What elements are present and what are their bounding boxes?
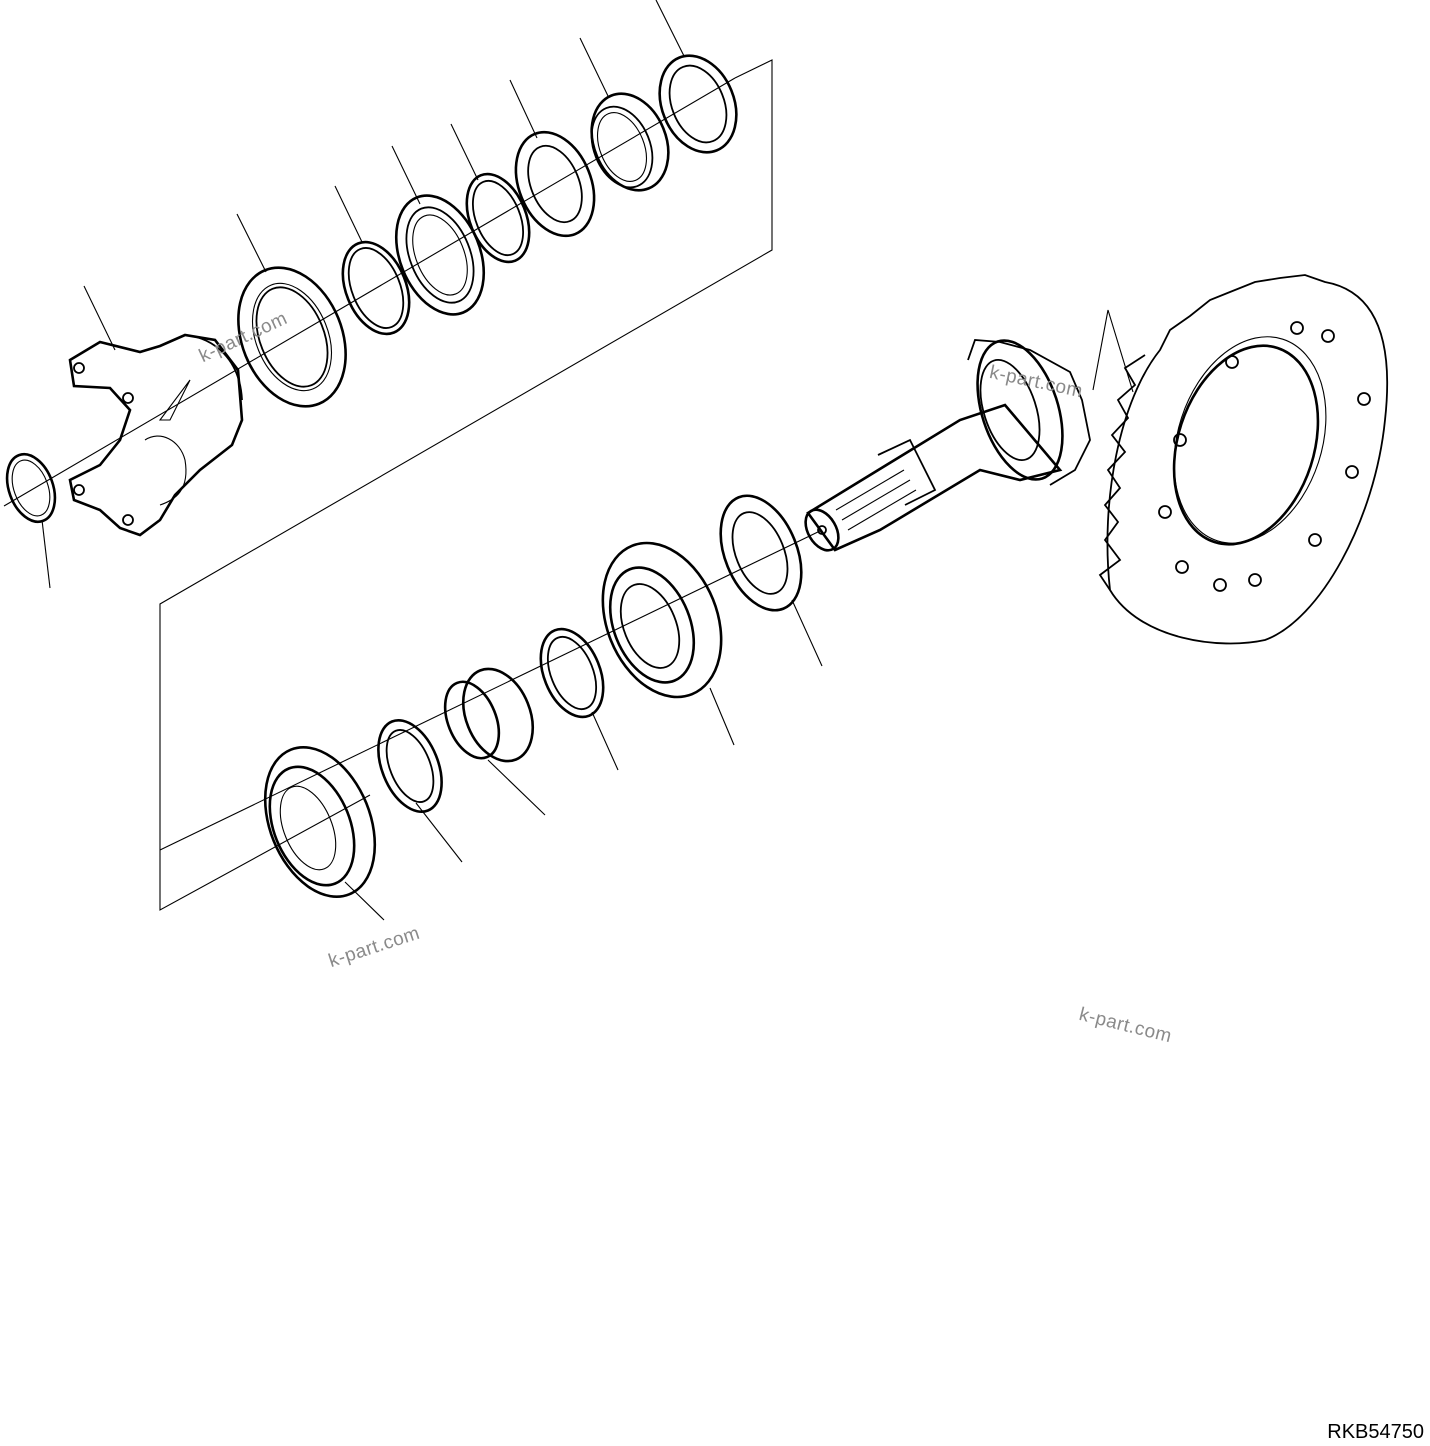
lock-nut-part — [579, 37, 670, 192]
pinion-shaft-part — [804, 339, 1091, 552]
shim-part — [719, 494, 823, 667]
ring-gear-part — [1092, 274, 1389, 645]
spacer-ring-part — [539, 627, 619, 771]
inner-bearing-part — [263, 745, 385, 921]
drawing-code-label: RKB54750 — [1327, 1421, 1424, 1443]
o-ring-part-2 — [450, 123, 531, 264]
washer-part — [509, 79, 596, 238]
oil-seal-part — [236, 213, 347, 408]
shim-ring-part — [377, 718, 463, 863]
upper-axis-line — [3, 77, 736, 507]
taper-bearing-part — [601, 541, 735, 746]
o-ring-part — [334, 185, 411, 336]
lock-washer-part — [655, 0, 738, 154]
snap-ring-part — [5, 452, 57, 589]
lower-axis-line — [159, 529, 823, 851]
collapsible-spacer-part — [443, 667, 546, 816]
yoke-part — [68, 285, 244, 537]
upper-group-frame — [159, 59, 773, 911]
